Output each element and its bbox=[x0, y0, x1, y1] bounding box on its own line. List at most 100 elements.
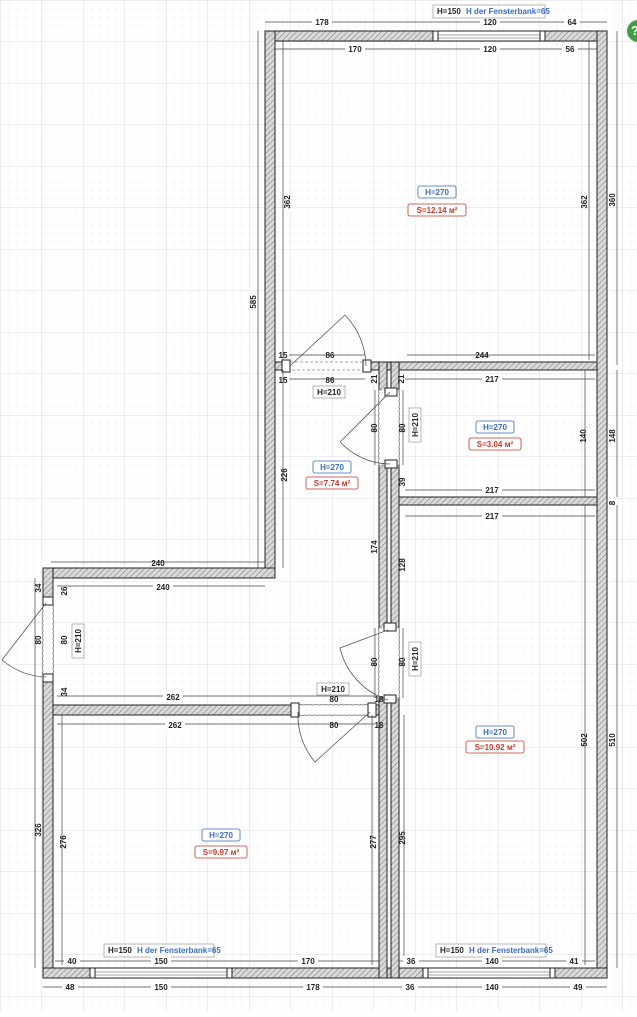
wall-corridor-top bbox=[42, 567, 276, 579]
dim-text: 226 bbox=[280, 468, 289, 482]
dim-text: 80 bbox=[34, 635, 43, 644]
dim-text: 36 bbox=[406, 983, 415, 992]
door-entrance[interactable] bbox=[42, 601, 54, 678]
dim-text: 40 bbox=[68, 957, 77, 966]
dim-text: 262 bbox=[168, 721, 182, 730]
door-height-label: H=210 bbox=[74, 629, 83, 653]
door-small-room[interactable] bbox=[378, 389, 400, 466]
dim-text: 360 bbox=[608, 193, 617, 207]
help-button[interactable]: ? bbox=[627, 20, 637, 42]
dim-text: 362 bbox=[580, 195, 589, 209]
dim-text: 262 bbox=[166, 693, 180, 702]
openings bbox=[1, 30, 556, 979]
window-sill-label: H der Fensterbank=65 bbox=[469, 946, 553, 955]
room-area-label: S=3.04 м² bbox=[477, 440, 514, 449]
door-big-room[interactable] bbox=[378, 627, 400, 699]
dim-text: 128 bbox=[398, 558, 407, 572]
wall-bedroom-bottom-b bbox=[365, 361, 598, 371]
window-sill-label: H der Fensterbank=65 bbox=[466, 7, 550, 16]
window-tag-bottom-right: H=150 H der Fensterbank=65 bbox=[435, 943, 553, 958]
room-tag-bedroom[interactable]: H=270 S=12.14 м² bbox=[407, 185, 467, 217]
room-height-label: H=270 bbox=[209, 831, 233, 840]
dim-text: 148 bbox=[608, 429, 617, 443]
dim-text: 80 bbox=[398, 423, 407, 432]
top-outer-dims: 178 120 64 bbox=[312, 17, 580, 27]
door-height-label: H=210 bbox=[317, 388, 341, 397]
dim-text: 18 bbox=[375, 695, 384, 704]
dim-text: 39 bbox=[398, 477, 407, 486]
window-tag-bottom-left: H=150 H der Fensterbank=65 bbox=[103, 943, 221, 958]
dim-text: 240 bbox=[156, 583, 170, 592]
dim-text: 140 bbox=[485, 983, 499, 992]
dim-text: 140 bbox=[485, 957, 499, 966]
dim-text: 217 bbox=[485, 512, 499, 521]
dim-text: 585 bbox=[249, 295, 258, 309]
dim-text: 150 bbox=[154, 983, 168, 992]
dim-text: 295 bbox=[398, 831, 407, 845]
dim-text: 15 bbox=[279, 351, 288, 360]
door-tag-big-room: H=210 bbox=[408, 641, 422, 677]
door-height-label: H=210 bbox=[411, 647, 420, 671]
room-tag-hall[interactable]: H=270 S=7.74 м² bbox=[305, 460, 359, 490]
room-tag-small-room[interactable]: H=270 S=3.04 м² bbox=[468, 420, 522, 451]
dim-text: 178 bbox=[315, 18, 329, 27]
window-height-label: H=150 bbox=[108, 946, 132, 955]
dim-text: 174 bbox=[370, 540, 379, 554]
door-height-label: H=210 bbox=[321, 685, 345, 694]
dim-text: 18 bbox=[375, 721, 384, 730]
wall-bottom bbox=[42, 967, 608, 979]
window-height-label: H=150 bbox=[440, 946, 464, 955]
dim-text: 80 bbox=[398, 657, 407, 666]
dim-text: 502 bbox=[580, 733, 589, 747]
door-tag-bottom-left-room: H=210 bbox=[316, 682, 350, 696]
dim-text: 86 bbox=[326, 376, 335, 385]
dim-text: 326 bbox=[34, 823, 43, 837]
dim-text: 217 bbox=[485, 486, 499, 495]
dim-text: 362 bbox=[283, 195, 292, 209]
dim-text: 120 bbox=[483, 45, 497, 54]
dim-text: 48 bbox=[66, 983, 75, 992]
window-bottom-right[interactable] bbox=[426, 967, 553, 979]
wall-left-upper bbox=[264, 30, 276, 579]
dim-text: 240 bbox=[151, 559, 165, 568]
door-tag-small-room: H=210 bbox=[408, 407, 422, 443]
window-top[interactable] bbox=[436, 30, 543, 42]
dim-text: 86 bbox=[326, 351, 335, 360]
door-tag-bedroom: H=210 bbox=[312, 385, 346, 399]
room-area-label: S=12.14 м² bbox=[417, 206, 458, 215]
dim-text: 120 bbox=[483, 18, 497, 27]
room-height-label: H=270 bbox=[425, 188, 449, 197]
dim-text: 41 bbox=[570, 957, 579, 966]
room-area-label: S=10.92 м² bbox=[475, 743, 516, 752]
dim-text: 80 bbox=[330, 695, 339, 704]
dim-text: 170 bbox=[348, 45, 362, 54]
dim-text: 80 bbox=[60, 635, 69, 644]
dim-text: 80 bbox=[370, 657, 379, 666]
dim-text: 56 bbox=[566, 45, 575, 54]
room-tag-big-room[interactable]: H=270 S=10.92 м² bbox=[465, 725, 525, 754]
dimension-lines bbox=[34, 21, 618, 988]
dim-text: 510 bbox=[608, 733, 617, 747]
dim-text: 80 bbox=[370, 423, 379, 432]
door-height-label: H=210 bbox=[411, 413, 420, 437]
wall-small-room-bottom bbox=[390, 496, 598, 506]
dim-text: 21 bbox=[370, 374, 379, 383]
dim-text: 49 bbox=[574, 983, 583, 992]
dim-text: 244 bbox=[475, 351, 489, 360]
door-bedroom[interactable] bbox=[284, 361, 367, 371]
dim-text: 217 bbox=[485, 375, 499, 384]
dim-text: 26 bbox=[60, 586, 69, 595]
window-bottom-left[interactable] bbox=[93, 967, 230, 979]
dim-text: 64 bbox=[568, 18, 577, 27]
door-bottom-left-room[interactable] bbox=[296, 704, 370, 716]
dim-text: 277 bbox=[369, 835, 378, 849]
window-sill-label: H der Fensterbank=65 bbox=[137, 946, 221, 955]
wall-right bbox=[596, 30, 608, 979]
room-area-label: S=9.97 м² bbox=[203, 848, 240, 857]
dim-text: 170 bbox=[301, 957, 315, 966]
room-area-label: S=7.74 м² bbox=[314, 479, 351, 488]
room-tag-bottom-left-room[interactable]: H=270 S=9.97 м² bbox=[194, 828, 248, 859]
